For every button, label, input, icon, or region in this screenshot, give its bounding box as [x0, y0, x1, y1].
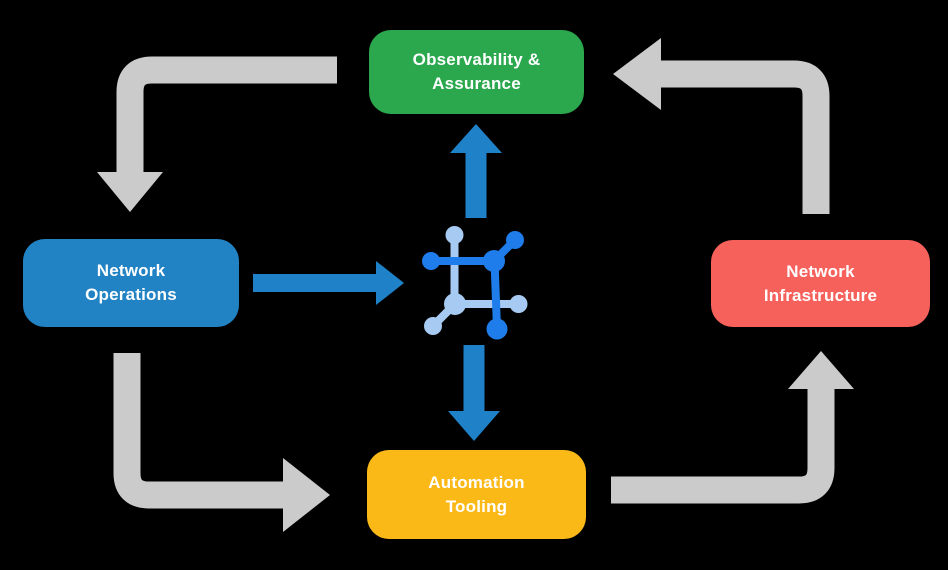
node-network-infrastructure: Network Infrastructure: [711, 240, 930, 327]
icon-light-blue-nodes: [424, 226, 528, 335]
node-label-line: Network: [96, 261, 166, 281]
arrow-automation-to-infrastructure: [611, 351, 854, 504]
arrow-infrastructure-to-observability: [613, 38, 830, 214]
node-label-line: Infrastructure: [763, 285, 878, 305]
network-automation-icon: [422, 226, 528, 340]
node-label-line: Tooling: [445, 496, 508, 516]
icon-dark-blue-nodes: [422, 231, 524, 340]
arrow-observability-to-operations: [97, 56, 337, 212]
node-observability-assurance: Observability & Assurance: [369, 30, 584, 114]
node-label-line: Observability &: [412, 50, 541, 70]
node-label-line: Assurance: [432, 74, 521, 93]
arrow-center-to-observability: [450, 124, 502, 218]
arrow-center-to-automation: [448, 345, 500, 441]
node-network-operations: Network Operations: [23, 239, 239, 327]
arrow-operations-to-center: [253, 261, 404, 305]
node-automation-tooling: Automation Tooling: [367, 450, 586, 539]
node-label-line: Automation: [428, 472, 525, 492]
arrow-operations-to-automation: [113, 353, 330, 532]
node-label-line: Operations: [85, 285, 177, 304]
node-label-line: Network: [786, 261, 855, 281]
